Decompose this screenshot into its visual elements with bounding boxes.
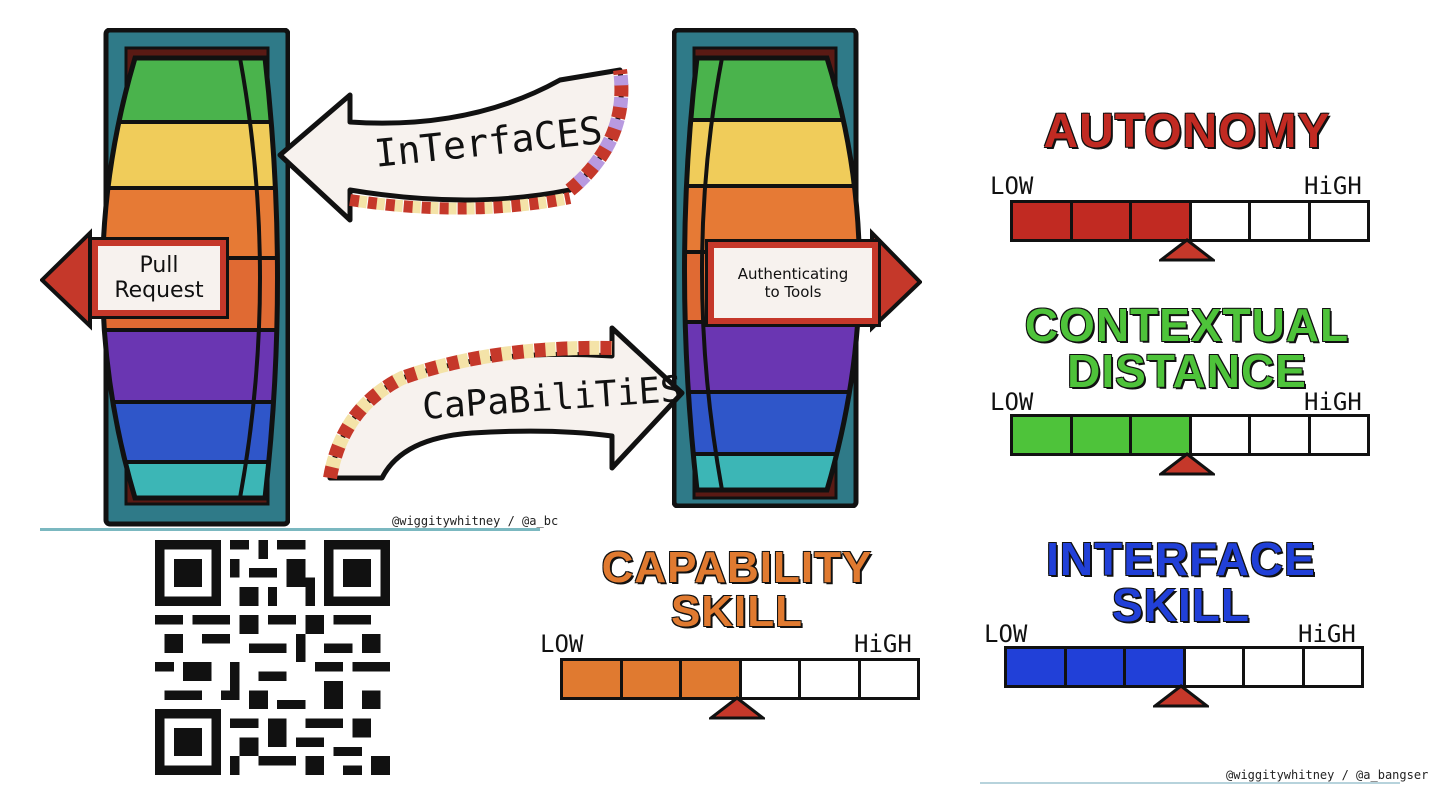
scale-segment-empty — [1311, 203, 1368, 239]
bottom-credit: @wiggitywhitney / @a_bangser — [1226, 768, 1429, 782]
scale-low-label: LOW — [990, 388, 1034, 416]
capabilities-arrow: CaPaBiliTiES — [322, 318, 692, 488]
fulcrum-icon — [1159, 238, 1215, 262]
scale-segment-filled — [1072, 203, 1132, 239]
scale-bar — [1004, 646, 1364, 688]
right-wheel-label: Authenticating to Tools — [708, 242, 878, 324]
scale-segment-empty — [1311, 417, 1368, 453]
qr-code — [155, 540, 390, 775]
bottom-divider — [980, 782, 1400, 784]
left-wheel-label: Pull Request — [92, 240, 226, 316]
scale-segment-filled — [1007, 649, 1067, 685]
scale-segment-empty — [1251, 417, 1311, 453]
capabilities-arrow-icon — [323, 325, 685, 481]
qr-code-icon — [155, 540, 390, 775]
scale-title: INTERFACE SKILL — [1046, 533, 1316, 631]
scale-bar — [1010, 414, 1370, 456]
scale-segment-filled — [682, 661, 742, 697]
scale-segment-filled — [1126, 649, 1186, 685]
fulcrum-icon — [709, 696, 765, 720]
right-wheel-panel: Authenticating to Tools — [671, 27, 923, 509]
scale-segment-filled — [1132, 203, 1192, 239]
scale-segment-empty — [1192, 203, 1251, 239]
scale-segment-empty — [1251, 203, 1311, 239]
scale-high-label: HiGH — [854, 630, 912, 658]
interfaces-arrow: InTerfaCES — [270, 60, 640, 230]
scale-segment-empty — [1305, 649, 1362, 685]
scale-high-label: HiGH — [1298, 620, 1356, 648]
scale-low-label: LOW — [984, 620, 1028, 648]
scale-segment-filled — [1013, 417, 1073, 453]
scale-segment-empty — [742, 661, 801, 697]
fulcrum-icon — [1159, 452, 1215, 476]
scale-high-label: HiGH — [1304, 388, 1362, 416]
scale-segment-empty — [1186, 649, 1245, 685]
scale-segment-empty — [801, 661, 861, 697]
scale-title: AUTONOMY — [1043, 105, 1331, 158]
scale-segment-filled — [1013, 203, 1073, 239]
scale-low-label: LOW — [540, 630, 584, 658]
scale-bar — [1010, 200, 1370, 242]
top-credit: @wiggitywhitney / @a_bc — [392, 514, 559, 528]
left-wheel-panel: Pull Request — [39, 27, 291, 528]
scale-segment-filled — [1132, 417, 1192, 453]
scale-segment-empty — [1245, 649, 1305, 685]
scale-segment-filled — [622, 661, 682, 697]
fulcrum-icon — [1153, 684, 1209, 708]
scale-bar — [560, 658, 920, 700]
scale-segment-filled — [1066, 649, 1126, 685]
scale-segment-empty — [861, 661, 918, 697]
scale-segment-empty — [1192, 417, 1251, 453]
scale-high-label: HiGH — [1304, 172, 1362, 200]
scale-segment-filled — [1072, 417, 1132, 453]
scale-title: CONTEXTUAL DISTANCE — [1024, 299, 1350, 397]
interfaces-arrow-icon — [277, 67, 629, 223]
top-divider — [40, 528, 540, 531]
scale-low-label: LOW — [990, 172, 1034, 200]
scale-title: CAPABILITY SKILL — [601, 543, 873, 636]
scale-segment-filled — [563, 661, 623, 697]
